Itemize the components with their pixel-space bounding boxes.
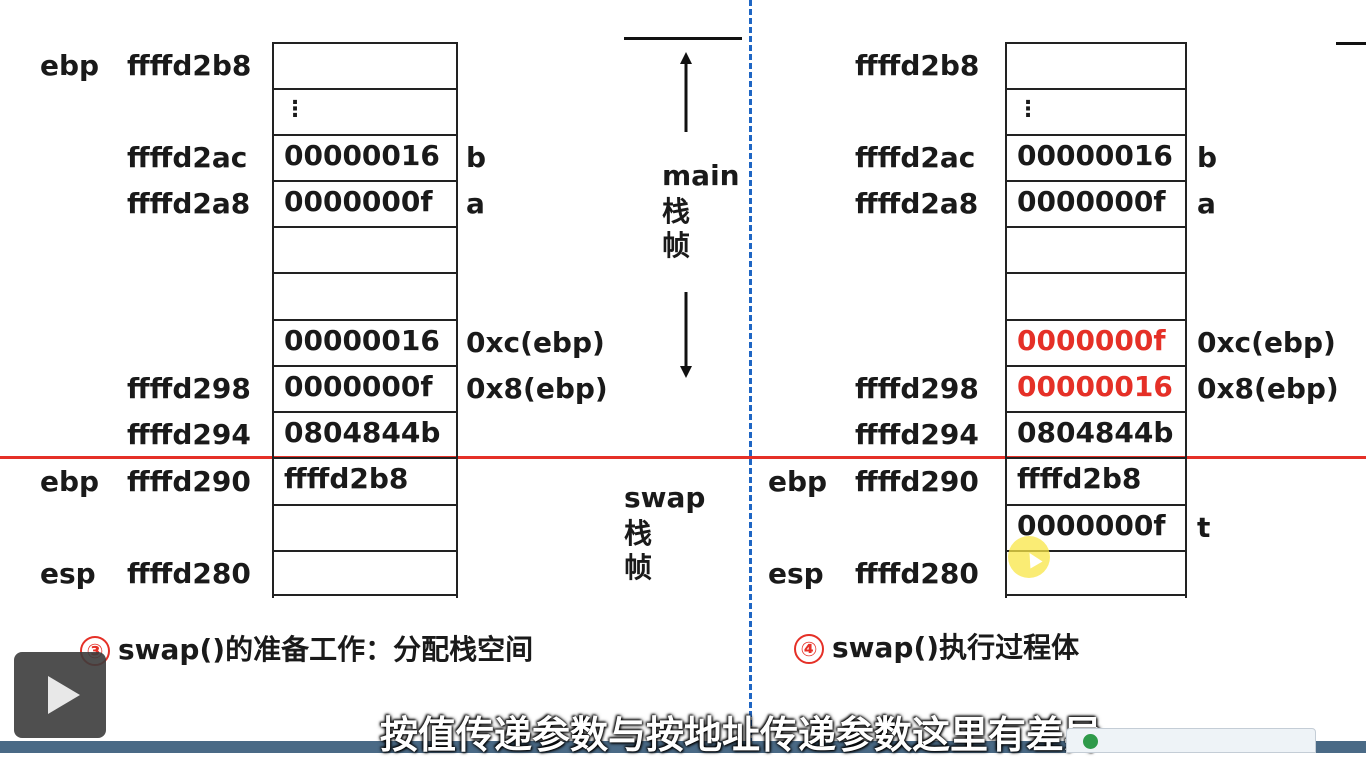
address-ffffd294: ffffd294 — [855, 418, 979, 451]
main-char-1: 栈 — [662, 195, 691, 228]
ebp-label-swap: ebp — [40, 465, 100, 498]
stack-cell — [274, 272, 456, 316]
stack-cell: 0000000f — [274, 365, 456, 409]
address-ffffd280: ffffd280 — [855, 557, 979, 590]
address-ffffd298: ffffd298 — [855, 372, 979, 405]
address-ffffd2ac: ffffd2ac — [855, 141, 976, 174]
main-label: main — [662, 159, 740, 192]
player-bottom-bar — [0, 741, 1366, 753]
player-status-badge[interactable] — [1066, 728, 1316, 753]
annotation-a: a — [466, 187, 485, 220]
address-ffffd298: ffffd298 — [127, 372, 251, 405]
address-ffffd2a8: ffffd2a8 — [855, 187, 979, 220]
annotation-b: b — [1197, 141, 1218, 174]
stack-cell-swapped: 00000016 — [1007, 365, 1185, 409]
main-char-2: 帧 — [662, 229, 691, 262]
left-caption-text: swap()的准备工作：分配栈空间 — [118, 633, 534, 666]
annotation-a: a — [1197, 187, 1216, 220]
swap-char-1: 栈 — [624, 517, 653, 550]
right-frame-top-line — [1336, 42, 1366, 45]
swap-char-2: 帧 — [624, 551, 653, 584]
address-ffffd2b8: ffffd2b8 — [855, 49, 980, 82]
play-icon[interactable] — [14, 652, 106, 738]
ebp-label-top: ebp — [40, 49, 100, 82]
stack-cell: 0000000f — [1007, 504, 1185, 548]
stack-cell — [274, 504, 456, 548]
stack-cell: 00000016 — [274, 319, 456, 363]
stack-cell — [1007, 272, 1185, 316]
stack-cell — [274, 226, 456, 270]
address-ffffd294: ffffd294 — [127, 418, 251, 451]
address-ffffd290: ffffd290 — [127, 465, 251, 498]
stack-cell: ffffd2b8 — [1007, 457, 1185, 501]
address-ffffd2ac: ffffd2ac — [127, 141, 248, 174]
stack-cell: 0804844b — [274, 411, 456, 455]
swap-label: swap — [624, 481, 706, 514]
stack-cell — [1007, 550, 1185, 596]
ebp-label-right: ebp — [768, 465, 828, 498]
annotation-0xc-ebp: 0xc(ebp) — [466, 326, 605, 359]
esp-label-right: esp — [768, 557, 824, 590]
stack-cell — [1007, 42, 1185, 86]
stack-cell: ffffd2b8 — [274, 457, 456, 501]
address-ffffd2a8: ffffd2a8 — [127, 187, 251, 220]
stack-cell — [274, 42, 456, 86]
stack-cell: 0000000f — [274, 180, 456, 224]
right-stack: ⋮ 00000016 0000000f 0000000f 00000016 08… — [1005, 42, 1187, 598]
stack-cell: 00000016 — [274, 134, 456, 178]
main-frame-top-line — [624, 37, 742, 40]
stack-frame-divider — [0, 456, 1366, 459]
stack-cell-swapped: 0000000f — [1007, 319, 1185, 363]
cursor-highlight — [1008, 536, 1050, 578]
address-ffffd280: ffffd280 — [127, 557, 251, 590]
stack-cell — [274, 550, 456, 596]
address-ffffd2b8: ffffd2b8 — [127, 49, 252, 82]
annotation-b: b — [466, 141, 487, 174]
panel-divider — [749, 0, 752, 753]
address-ffffd290: ffffd290 — [855, 465, 979, 498]
annotation-t: t — [1197, 511, 1211, 544]
annotation-0x8-ebp: 0x8(ebp) — [466, 372, 608, 405]
stack-cell — [1007, 226, 1185, 270]
subtitle-text: 按值传递参数与按地址传递参数这里有差异 — [380, 713, 1103, 757]
annotation-0x8-ebp: 0x8(ebp) — [1197, 372, 1339, 405]
stack-cell-ellipsis: ⋮ — [274, 88, 456, 132]
status-dot-icon — [1083, 734, 1098, 749]
esp-label: esp — [40, 557, 96, 590]
stack-cell: 0804844b — [1007, 411, 1185, 455]
stack-cell-ellipsis: ⋮ — [1007, 88, 1185, 132]
stack-cell: 0000000f — [1007, 180, 1185, 224]
right-caption: ④ swap()执行过程体 — [794, 626, 1079, 666]
stack-cell: 00000016 — [1007, 134, 1185, 178]
step-4-icon: ④ — [794, 634, 824, 664]
annotation-0xc-ebp: 0xc(ebp) — [1197, 326, 1336, 359]
left-stack: ⋮ 00000016 0000000f 00000016 0000000f 08… — [272, 42, 458, 598]
main-frame-arrow — [680, 52, 692, 378]
right-caption-text: swap()执行过程体 — [832, 631, 1080, 664]
